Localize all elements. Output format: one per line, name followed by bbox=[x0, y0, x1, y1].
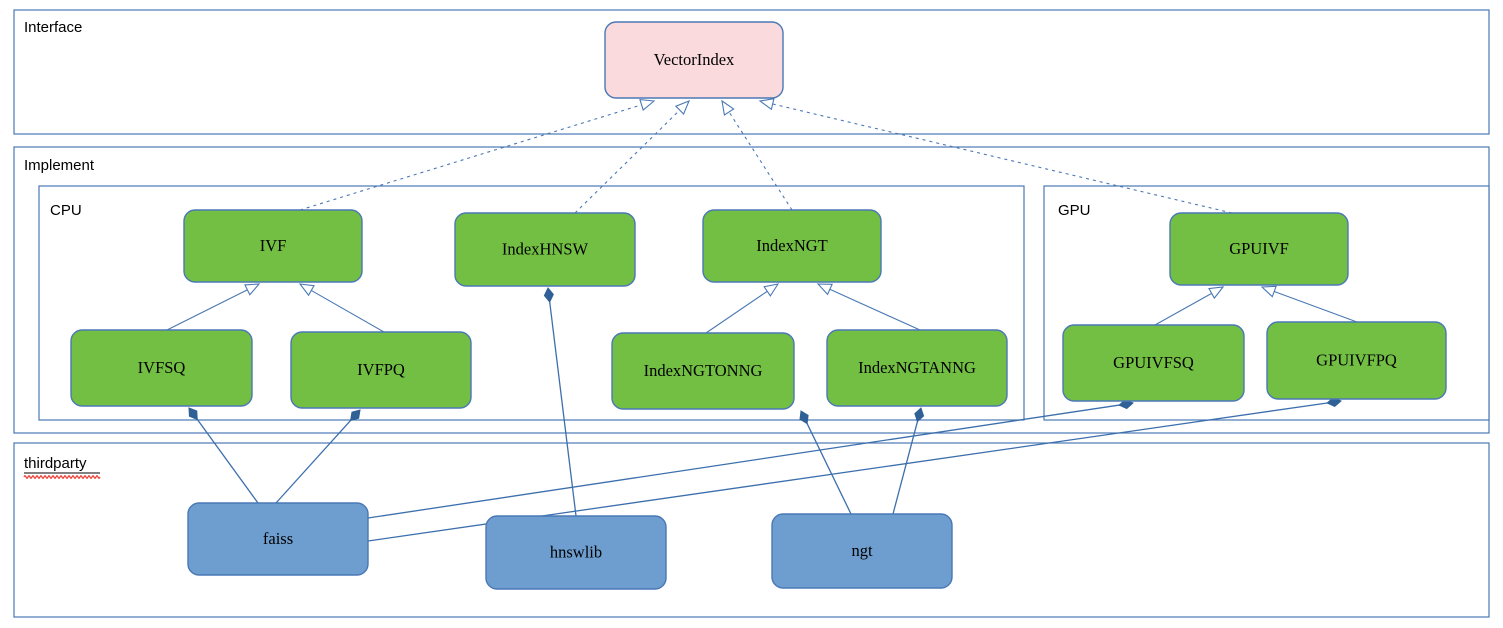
edge-line-e-gpuivf-vectorindex bbox=[771, 103, 1233, 214]
hollow-triangle-arrow-icon-e-ivfsq-ivf bbox=[244, 283, 261, 296]
edge-line-e-ivfpq-ivf bbox=[310, 289, 385, 333]
edge-e-ivfpq-ivf bbox=[298, 283, 385, 333]
node-ivfsq[interactable]: IVFSQ bbox=[70, 329, 253, 407]
node-box-indexngt[interactable] bbox=[702, 209, 882, 283]
node-label-ngt: ngt bbox=[851, 541, 873, 560]
edge-line-e-hnswlib-indexhnsw bbox=[548, 300, 577, 517]
hollow-triangle-arrow-icon-e-ivfpq-ivf bbox=[298, 283, 315, 297]
edge-e-ngt-indexngtonng bbox=[799, 410, 852, 515]
node-label-indexhnsw: IndexHNSW bbox=[502, 239, 589, 258]
edges-layer bbox=[166, 97, 1358, 542]
edge-e-gpuivfsq-gpuivf bbox=[1154, 286, 1225, 326]
node-gpuivf[interactable]: GPUIVF bbox=[1169, 212, 1349, 286]
node-label-faiss: faiss bbox=[263, 529, 293, 548]
solid-diamond-arrow-icon-e-hnswlib-indexhnsw bbox=[543, 287, 554, 303]
edge-line-e-gpuivfsq-gpuivf bbox=[1154, 292, 1213, 326]
node-vectorindex[interactable]: VectorIndex bbox=[604, 21, 784, 99]
hollow-triangle-arrow-icon-e-gpuivf-vectorindex bbox=[758, 97, 775, 111]
solid-diamond-arrow-icon-e-ngt-indexngtonng bbox=[799, 410, 809, 425]
frame-label-thirdparty: thirdparty bbox=[24, 455, 87, 472]
edge-e-ngtonng-indexngt bbox=[705, 283, 780, 334]
node-box-indexhnsw[interactable] bbox=[454, 212, 636, 287]
hollow-triangle-arrow-icon-e-gpuivfpq-gpuivf bbox=[1260, 285, 1277, 298]
hollow-triangle-arrow-icon-e-indexngt-vectorindex bbox=[721, 99, 735, 116]
node-box-indexngtonng[interactable] bbox=[611, 332, 795, 410]
node-label-hnswlib: hnswlib bbox=[550, 542, 602, 561]
hollow-triangle-arrow-icon-e-indexhnsw-vectorindex bbox=[674, 100, 691, 116]
node-box-hnswlib[interactable] bbox=[485, 515, 667, 590]
node-ivf[interactable]: IVF bbox=[183, 209, 363, 283]
node-box-gpuivfsq[interactable] bbox=[1062, 324, 1245, 402]
edge-line-e-ivfsq-ivf bbox=[166, 288, 249, 331]
node-box-faiss[interactable] bbox=[187, 502, 369, 576]
node-indexngtonng[interactable]: IndexNGTONNG bbox=[611, 332, 795, 410]
node-box-ivf[interactable] bbox=[183, 209, 363, 283]
edge-line-e-ngt-indexngtonng bbox=[806, 422, 852, 515]
node-label-indexngtonng: IndexNGTONNG bbox=[644, 361, 763, 380]
node-box-gpuivf[interactable] bbox=[1169, 212, 1349, 286]
node-hnswlib[interactable]: hnswlib bbox=[485, 515, 667, 590]
solid-diamond-arrow-icon-e-faiss-ivfsq bbox=[188, 407, 198, 421]
edge-e-indexngt-vectorindex bbox=[721, 99, 793, 211]
node-gpuivfsq[interactable]: GPUIVFSQ bbox=[1062, 324, 1245, 402]
edge-line-e-ngtonng-indexngt bbox=[705, 290, 769, 334]
edge-e-faiss-ivfsq bbox=[188, 407, 259, 504]
node-ivfpq[interactable]: IVFPQ bbox=[290, 331, 472, 409]
hollow-triangle-arrow-icon-e-ngtanng-indexngt bbox=[816, 283, 833, 296]
edge-e-indexhnsw-vectorindex bbox=[574, 100, 691, 214]
node-box-ngt[interactable] bbox=[771, 513, 953, 589]
node-label-vectorindex: VectorIndex bbox=[654, 50, 735, 69]
edge-e-ngtanng-indexngt bbox=[816, 283, 921, 331]
edge-line-e-faiss-ivfsq bbox=[196, 418, 259, 504]
spellcheck-squiggle-icon bbox=[23, 475, 101, 479]
node-label-ivf: IVF bbox=[260, 236, 287, 255]
hollow-triangle-arrow-icon-e-ivf-vectorindex bbox=[639, 98, 656, 112]
edge-line-e-faiss-ivfpq bbox=[275, 419, 352, 504]
edge-e-gpuivf-vectorindex bbox=[758, 97, 1233, 214]
node-label-ivfpq: IVFPQ bbox=[357, 360, 405, 379]
hollow-triangle-arrow-icon-e-ngtonng-indexngt bbox=[763, 283, 780, 297]
node-label-indexngt: IndexNGT bbox=[756, 236, 827, 255]
node-label-gpuivfpq: GPUIVFPQ bbox=[1316, 350, 1397, 369]
edge-line-e-ngtanng-indexngt bbox=[828, 288, 921, 331]
node-box-gpuivfpq[interactable] bbox=[1266, 321, 1447, 400]
node-gpuivfpq[interactable]: GPUIVFPQ bbox=[1266, 321, 1447, 400]
edge-e-ivfsq-ivf bbox=[166, 283, 261, 331]
solid-diamond-arrow-icon-e-faiss-ivfpq bbox=[349, 409, 361, 422]
frame-label-implement: Implement bbox=[24, 157, 95, 174]
frame-label-gpu: GPU bbox=[1058, 202, 1091, 219]
solid-diamond-arrow-icon-e-ngt-indexngtanng bbox=[914, 407, 925, 423]
edge-line-e-gpuivfpq-gpuivf bbox=[1273, 290, 1358, 323]
edge-line-e-ngt-indexngtanng bbox=[892, 420, 919, 515]
edge-e-ivf-vectorindex bbox=[299, 98, 656, 211]
node-label-gpuivf: GPUIVF bbox=[1229, 239, 1289, 258]
node-box-ivfpq[interactable] bbox=[290, 331, 472, 409]
edge-e-ngt-indexngtanng bbox=[892, 407, 925, 515]
node-box-ivfsq[interactable] bbox=[70, 329, 253, 407]
node-ngt[interactable]: ngt bbox=[771, 513, 953, 589]
node-label-gpuivfsq: GPUIVFSQ bbox=[1113, 353, 1194, 372]
node-box-indexngtanng[interactable] bbox=[826, 329, 1008, 407]
edge-e-hnswlib-indexhnsw bbox=[543, 287, 577, 517]
node-indexngt[interactable]: IndexNGT bbox=[702, 209, 882, 283]
frame-label-cpu: CPU bbox=[50, 202, 82, 219]
edge-line-e-indexngt-vectorindex bbox=[728, 110, 793, 211]
node-indexngtanng[interactable]: IndexNGTANNG bbox=[826, 329, 1008, 407]
node-label-indexngtanng: IndexNGTANNG bbox=[858, 358, 976, 377]
node-faiss[interactable]: faiss bbox=[187, 502, 369, 576]
edge-e-gpuivfpq-gpuivf bbox=[1260, 285, 1358, 323]
node-label-ivfsq: IVFSQ bbox=[138, 358, 186, 377]
edge-e-faiss-ivfpq bbox=[275, 409, 361, 504]
hollow-triangle-arrow-icon-e-gpuivfsq-gpuivf bbox=[1208, 286, 1225, 300]
edge-line-e-faiss-gpuivfsq bbox=[367, 404, 1121, 519]
frame-label-interface: Interface bbox=[24, 19, 82, 36]
node-indexhnsw[interactable]: IndexHNSW bbox=[454, 212, 636, 287]
node-box-vectorindex[interactable] bbox=[604, 21, 784, 99]
